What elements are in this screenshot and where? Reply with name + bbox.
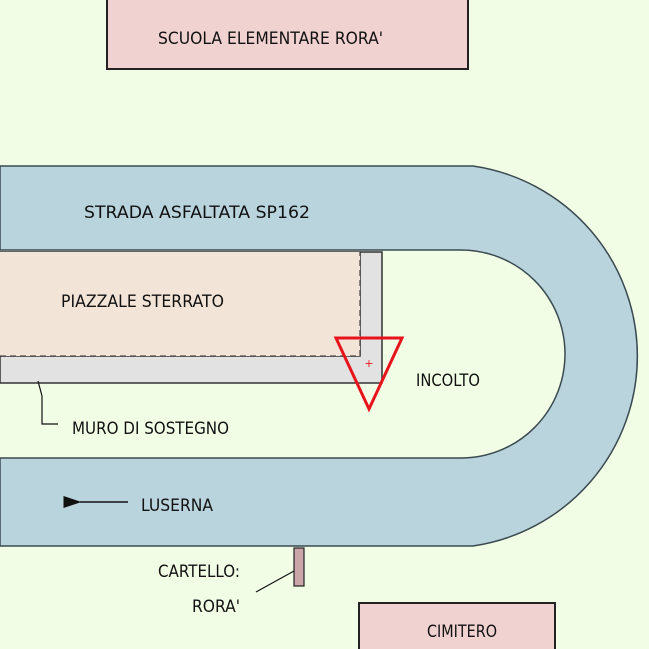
school-label: SCUOLA ELEMENTARE RORA'	[158, 29, 383, 49]
direction-label: LUSERNA	[141, 496, 213, 516]
uncultivated-label: INCOLTO	[416, 371, 480, 391]
cemetery-building	[358, 602, 556, 649]
inverted-triangle-marker-icon	[333, 336, 405, 413]
sign-post	[293, 547, 305, 587]
marker-plus-icon: +	[364, 357, 373, 370]
square-boundary	[0, 252, 361, 357]
road-label: STRADA ASFALTATA SP162	[84, 203, 310, 223]
school-building	[106, 0, 469, 70]
asphalt-road	[0, 165, 639, 547]
gravel-square	[0, 252, 360, 356]
sign-label-line2: RORA'	[192, 597, 240, 617]
wall-label: MURO DI SOSTEGNO	[72, 419, 229, 439]
sign-label-line1: CARTELLO:	[158, 562, 240, 582]
wall-leader-line	[37, 380, 58, 425]
sign-leader-line	[255, 570, 295, 593]
cemetery-label: CIMITERO	[427, 622, 497, 642]
square-label: PIAZZALE STERRATO	[61, 292, 224, 312]
